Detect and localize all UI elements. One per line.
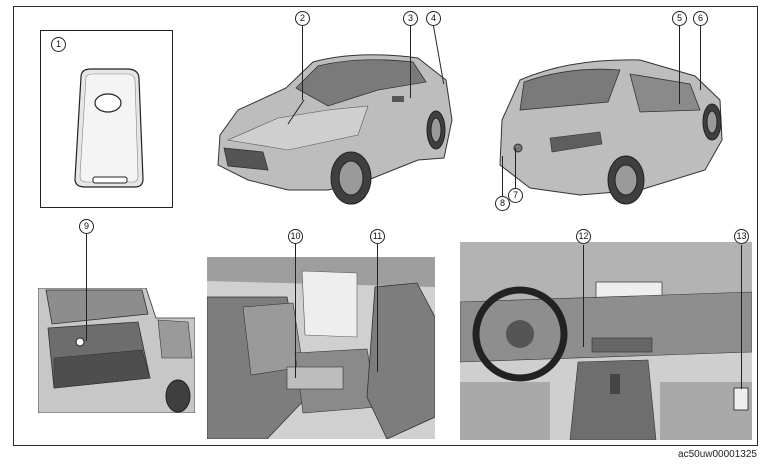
callout-7: 7 — [508, 188, 523, 203]
callout-11: 11 — [370, 229, 385, 244]
leader-9 — [86, 233, 87, 341]
leader-2 — [302, 26, 303, 100]
callout-12: 12 — [576, 229, 591, 244]
figure-frame — [13, 6, 758, 446]
callout-9: 9 — [79, 219, 94, 234]
leader-8 — [502, 156, 503, 196]
cargo-area-panel — [38, 288, 195, 413]
callout-13: 13 — [734, 229, 749, 244]
key-fob-illustration — [74, 68, 144, 188]
vehicle-rear-panel — [490, 40, 730, 215]
callout-8: 8 — [495, 196, 510, 211]
leader-5 — [679, 26, 680, 104]
callout-4: 4 — [426, 11, 441, 26]
key-fob-panel: 1 — [40, 30, 173, 208]
leader-10 — [295, 244, 296, 378]
callout-1: 1 — [51, 37, 66, 52]
vehicle-rear-illustration — [499, 59, 723, 205]
vehicle-front-illustration — [217, 54, 453, 205]
callout-3: 3 — [403, 11, 418, 26]
rear-seat-illustration — [207, 257, 435, 439]
dashboard-panel — [460, 242, 752, 440]
dashboard-illustration — [460, 242, 752, 440]
vehicle-front-panel — [208, 40, 458, 215]
callout-5: 5 — [672, 11, 687, 26]
leader-7 — [515, 148, 516, 188]
callout-2: 2 — [295, 11, 310, 26]
leader-11 — [377, 244, 378, 372]
callout-6: 6 — [693, 11, 708, 26]
figure-code: ac50uw00001325 — [678, 449, 757, 460]
leader-12 — [583, 245, 584, 347]
rear-seat-panel — [207, 257, 435, 439]
leader-6 — [700, 26, 701, 90]
cargo-area-illustration — [38, 288, 195, 413]
leader-13 — [741, 245, 742, 389]
leader-3 — [410, 26, 411, 98]
callout-10: 10 — [288, 229, 303, 244]
